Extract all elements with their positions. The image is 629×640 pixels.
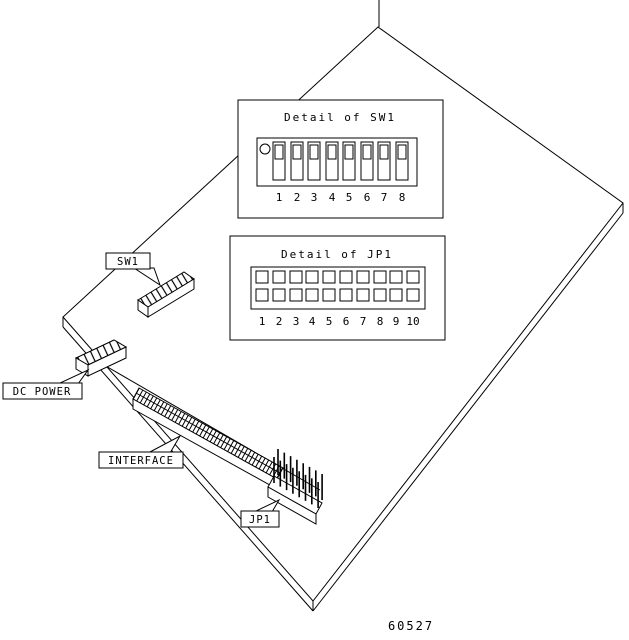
sw1-callout-box	[105, 252, 151, 270]
sw1-side-face	[137, 299, 149, 318]
dc-power-callout-label: DC POWER	[13, 386, 72, 398]
dip-switch-actuator-7	[379, 144, 389, 160]
jp1-pin-number: 10	[406, 315, 419, 328]
jp1-pad	[356, 270, 370, 284]
dc-power-connector	[74, 339, 128, 377]
jp1-pad	[406, 270, 420, 284]
sw1-pin-number: 5	[346, 191, 353, 204]
dip-switch-actuator-2	[292, 144, 302, 160]
sw1-pin-number: 8	[399, 191, 406, 204]
interface-connector	[132, 387, 284, 490]
jp1-detail-inset: Detail of JP1 1 2 3 4 5 6 7 8 9 10	[229, 235, 446, 341]
sw1-pin-number: 4	[329, 191, 336, 204]
jp1-pin-number: 7	[360, 315, 367, 328]
sw1-pin-number: 6	[364, 191, 371, 204]
jp1-pad	[289, 288, 303, 302]
jp1-pin-number: 8	[377, 315, 384, 328]
jp1-callout-box	[240, 510, 280, 528]
jp1-pad	[305, 270, 319, 284]
jp1-callout-label: JP1	[249, 514, 271, 526]
figure-number: 60527	[388, 619, 434, 633]
sw1-pin-number: 3	[311, 191, 318, 204]
jp1-component	[267, 449, 323, 525]
jp1-pin-number: 5	[326, 315, 333, 328]
board-lower-right-edge	[312, 212, 624, 612]
dc-power-callout-pointer	[57, 368, 90, 385]
dip-switch-actuator-6	[362, 144, 372, 160]
board-lower-left-edge	[62, 326, 314, 612]
jp1-inset-title: Detail of JP1	[281, 248, 393, 261]
dip-switch-actuator-5	[344, 144, 354, 160]
dip-switch-actuator-4	[327, 144, 337, 160]
jp1-pin-number: 9	[393, 315, 400, 328]
interface-row-divider	[135, 392, 281, 474]
interface-callout-label: INTERFACE	[108, 455, 174, 467]
jp1-pad	[322, 288, 336, 302]
jp1-pad	[373, 270, 387, 284]
jp1-pad	[389, 270, 403, 284]
sw1-pin-number: 7	[381, 191, 388, 204]
dc-power-callout-box	[2, 382, 83, 400]
jp1-pin-number: 3	[293, 315, 300, 328]
interface-callout-box	[98, 451, 184, 469]
dip-switch-actuator-8	[397, 144, 407, 160]
sw1-component	[137, 271, 195, 318]
sw1-detail-inset: Detail of SW1 1 2 3 4 5 6 7 8	[237, 99, 444, 219]
jp1-base-front-face	[267, 486, 317, 525]
jp1-pad	[339, 288, 353, 302]
sw1-callout: SW1	[105, 252, 161, 287]
jp1-pin-row-back	[277, 449, 323, 500]
jp1-pad	[373, 288, 387, 302]
jp1-pad	[322, 270, 336, 284]
jp1-pad	[289, 270, 303, 284]
jp1-pad	[255, 270, 269, 284]
dc-power-callout: DC POWER	[2, 368, 90, 400]
dip-switch-actuator-3	[309, 144, 319, 160]
dip-switch-orientation-mark	[259, 143, 271, 155]
jp1-pad	[389, 288, 403, 302]
jp1-pin-number: 6	[343, 315, 350, 328]
sw1-pin-number: 2	[294, 191, 301, 204]
jp1-pad	[255, 288, 269, 302]
jp1-pad	[272, 288, 286, 302]
dip-switch-actuator-1	[274, 144, 284, 160]
sw1-pin-number: 1	[276, 191, 283, 204]
jp1-pad	[406, 288, 420, 302]
jp1-pad	[305, 288, 319, 302]
jp1-pad	[272, 270, 286, 284]
jp1-pin-number: 1	[259, 315, 266, 328]
jp1-pin-number: 2	[276, 315, 283, 328]
jp1-pad	[356, 288, 370, 302]
sw1-inset-title: Detail of SW1	[284, 111, 396, 124]
jp1-pin-number: 4	[309, 315, 316, 328]
interface-callout: INTERFACE	[98, 434, 184, 469]
jp1-pad	[339, 270, 353, 284]
interface-callout-pointer	[147, 434, 182, 454]
sw1-callout-label: SW1	[117, 256, 139, 268]
jp1-callout: JP1	[240, 498, 281, 528]
jp1-pin-row-front	[273, 457, 319, 508]
